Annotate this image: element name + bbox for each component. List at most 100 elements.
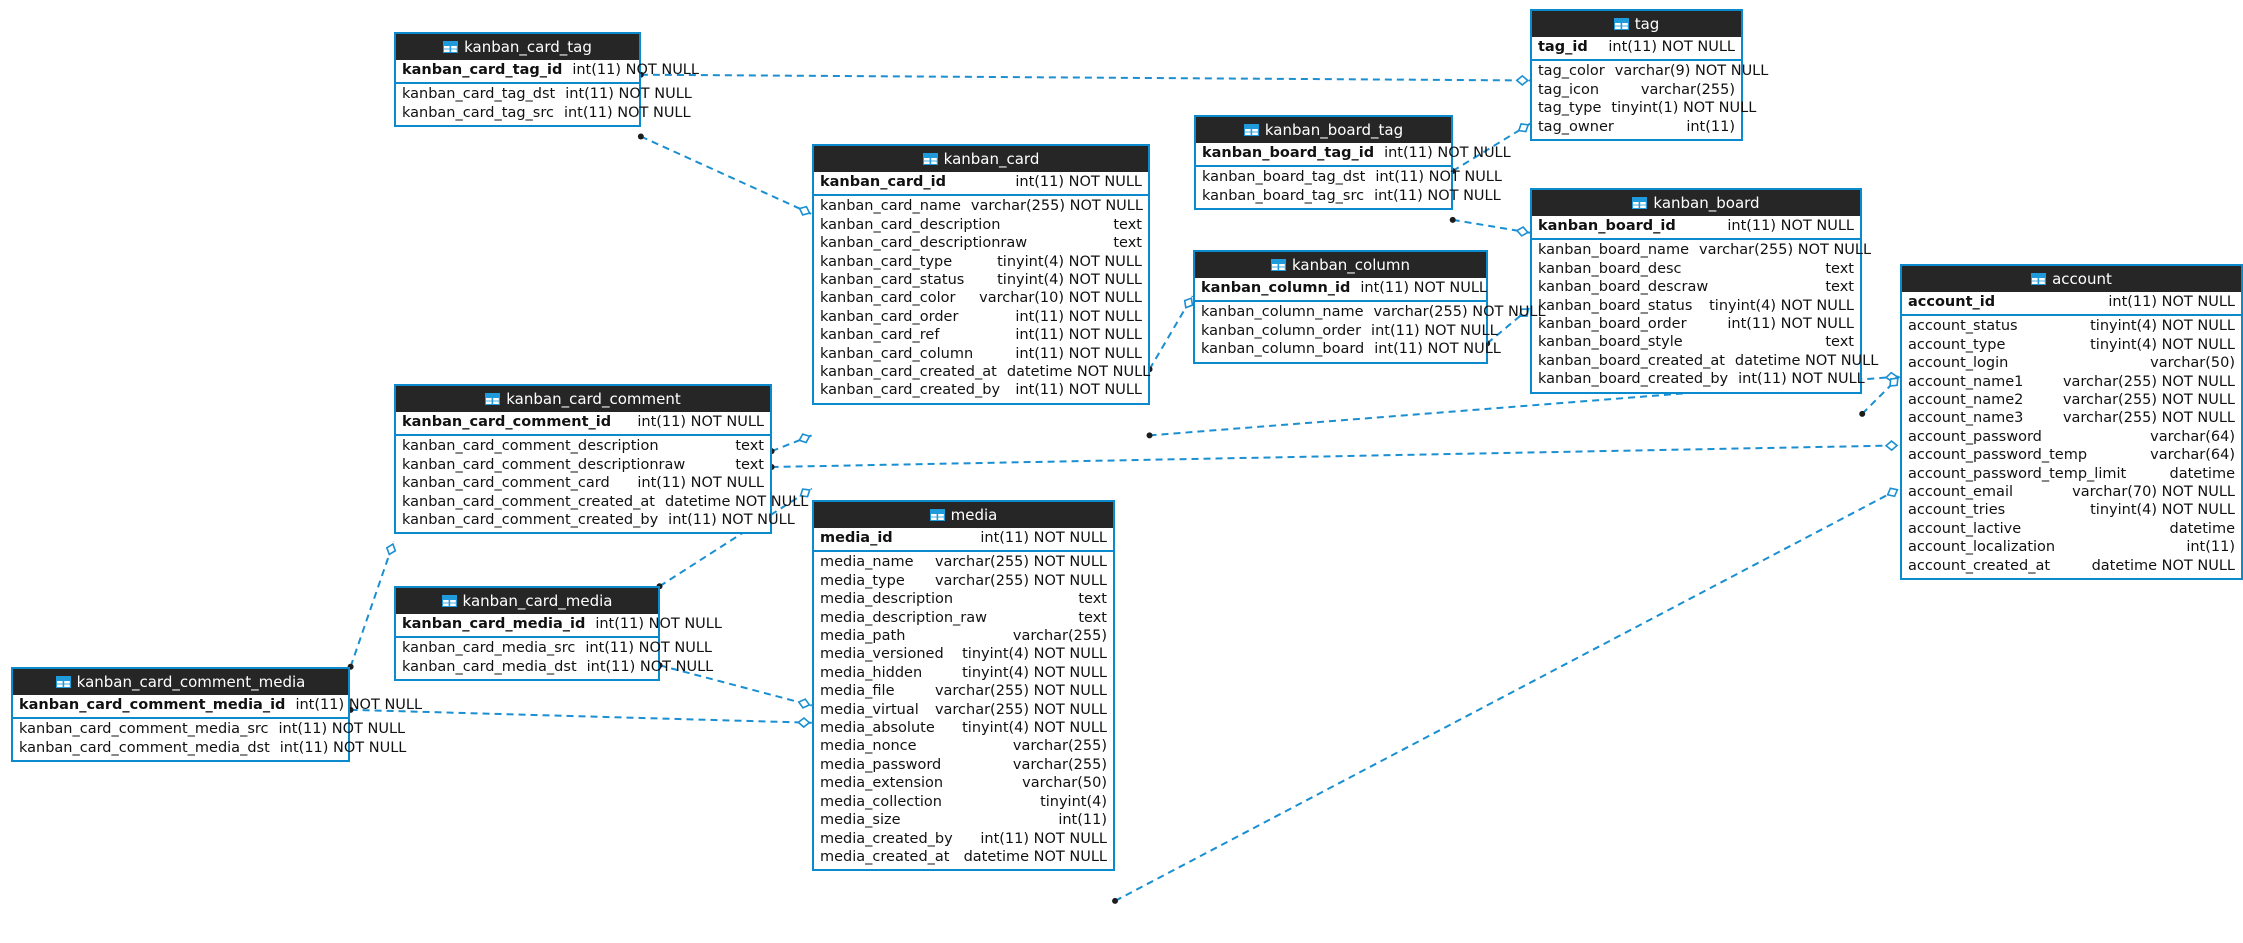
field-name: tag_icon [1538, 81, 1600, 98]
field-name: account_name1 [1908, 373, 2024, 390]
field-name: kanban_card_type [820, 253, 953, 270]
field-type: int(11) NOT NULL [2108, 294, 2235, 310]
field-type: int(11) NOT NULL [1375, 169, 1502, 186]
field-name: media_size [820, 812, 901, 829]
